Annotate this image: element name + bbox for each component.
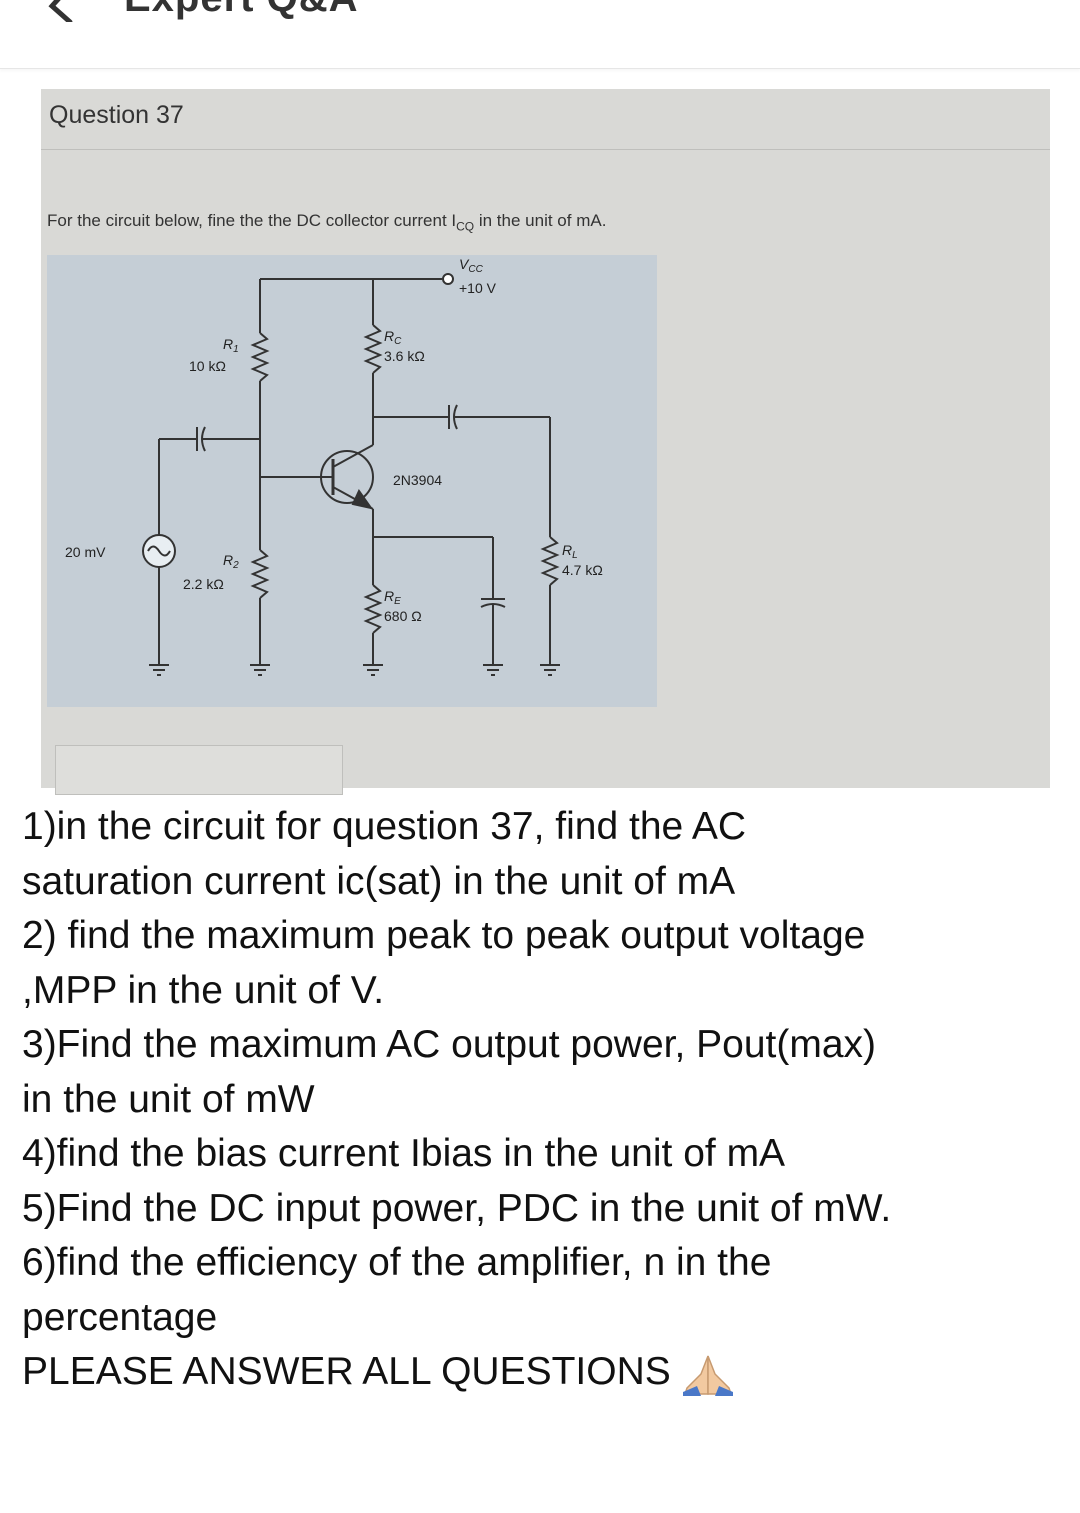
answer-input[interactable] <box>55 745 343 795</box>
question-label: Question 37 <box>49 101 184 129</box>
question-line: 1)in the circuit for question 37, find t… <box>22 805 747 848</box>
question-line: percentage <box>22 1295 218 1339</box>
circuit-schematic: VCC +10 V R1 10 kΩ R2 2.2 kΩ RC 3.6 kΩ R… <box>65 256 603 676</box>
resistor-r2 <box>250 549 270 599</box>
question-line: 5)Find the DC input power, PDC in the un… <box>22 1186 892 1230</box>
transistor-body <box>320 450 374 504</box>
question-body: 1)in the circuit for question 37, find t… <box>22 800 1062 1400</box>
vcc-value: +10 V <box>459 280 497 296</box>
re-label: RE <box>384 588 401 607</box>
prompt-text: For the circuit below, fine the the DC c… <box>47 211 457 230</box>
rl-value: 4.7 kΩ <box>562 562 603 578</box>
rl-label: RL <box>562 542 578 561</box>
transistor-collector-lead <box>332 444 374 468</box>
rc-value: 3.6 kΩ <box>384 348 425 364</box>
ground-icon <box>483 664 503 676</box>
ground-icon <box>250 664 270 676</box>
chevron-left-icon[interactable] <box>30 0 80 22</box>
question-line: ,MPP in the unit of V. <box>22 968 385 1012</box>
resistor-re <box>363 584 383 634</box>
sine-icon <box>147 545 171 557</box>
app-header: Expert Q&A <box>0 0 1080 69</box>
ground-symbols <box>149 664 560 676</box>
cap-bypass-plate-b <box>480 603 506 608</box>
folded-hands-icon <box>682 1355 733 1396</box>
resistor-r1 <box>250 332 270 382</box>
prompt-subscript: CQ <box>456 219 475 234</box>
ground-icon <box>149 664 169 676</box>
emitter-arrow <box>351 489 374 510</box>
question-prompt: For the circuit below, fine the the DC c… <box>47 211 606 233</box>
re-value: 680 Ω <box>384 608 422 624</box>
ground-icon <box>363 664 383 676</box>
r2-value: 2.2 kΩ <box>183 576 224 592</box>
r2-label: R2 <box>223 552 239 571</box>
circuit-diagram: VCC +10 V R1 10 kΩ R2 2.2 kΩ RC 3.6 kΩ R… <box>47 255 657 707</box>
vcc-label: VCC <box>459 256 484 275</box>
divider <box>41 149 1050 150</box>
ground-icon <box>540 664 560 676</box>
question-line: 3)Find the maximum AC output power, Pout… <box>22 1023 877 1066</box>
question-line: in the unit of mW <box>22 1077 315 1121</box>
source-label: 20 mV <box>65 544 106 560</box>
plea-text: PLEASE ANSWER ALL QUESTIONS <box>22 1350 671 1393</box>
page-title: Expert Q&A <box>124 0 359 21</box>
prompt-tail: in the unit of mA. <box>474 211 607 230</box>
question-line: 4)find the bias current Ibias in the uni… <box>22 1132 786 1175</box>
rc-label: RC <box>384 328 402 347</box>
resistor-rl <box>540 536 560 586</box>
r1-value: 10 kΩ <box>189 358 226 374</box>
resistor-rc <box>363 324 383 374</box>
question-line: saturation current ic(sat) in the unit o… <box>22 859 736 903</box>
question-line-final: PLEASE ANSWER ALL QUESTIONS <box>22 1345 1062 1400</box>
question-line: 6)find the efficiency of the amplifier, … <box>22 1241 772 1284</box>
vcc-terminal <box>442 273 454 285</box>
question-screenshot: Question 37 For the circuit below, fine … <box>41 89 1050 795</box>
question-line: 2) find the maximum peak to peak output … <box>22 914 866 957</box>
r1-label: R1 <box>223 336 239 355</box>
transistor-label: 2N3904 <box>393 472 442 488</box>
